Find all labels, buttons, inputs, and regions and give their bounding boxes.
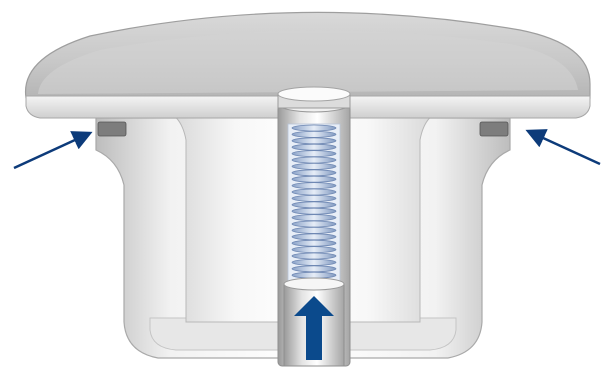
right-seal-ring <box>480 122 508 136</box>
spring-coil <box>292 183 336 189</box>
spring-coil <box>292 138 336 144</box>
spring-coil <box>292 202 336 208</box>
piston-top <box>284 278 344 290</box>
spring-coil <box>292 272 336 278</box>
spring-coil <box>292 234 336 240</box>
spring-coil <box>292 163 336 169</box>
spring-coil <box>292 170 336 176</box>
spring-coil <box>292 208 336 214</box>
spring-coil <box>292 189 336 195</box>
spring-coil <box>292 259 336 265</box>
spring-coil <box>292 125 336 131</box>
spring-coil <box>292 195 336 201</box>
spring-coil <box>292 144 336 150</box>
left-seal-ring <box>98 122 126 136</box>
stem-collar-top <box>278 87 350 101</box>
spring-coil <box>292 157 336 163</box>
spring-coil <box>292 176 336 182</box>
spring-coil <box>292 131 336 137</box>
spring-coil <box>292 253 336 259</box>
right-pointer-arrow <box>530 132 600 164</box>
spring-coil <box>292 240 336 246</box>
spring-coil <box>292 266 336 272</box>
spring-coil <box>292 221 336 227</box>
spring-coil <box>292 151 336 157</box>
spring-coil <box>292 215 336 221</box>
spring-coil <box>292 247 336 253</box>
left-pointer-arrow <box>14 134 88 168</box>
spring-coil <box>292 227 336 233</box>
